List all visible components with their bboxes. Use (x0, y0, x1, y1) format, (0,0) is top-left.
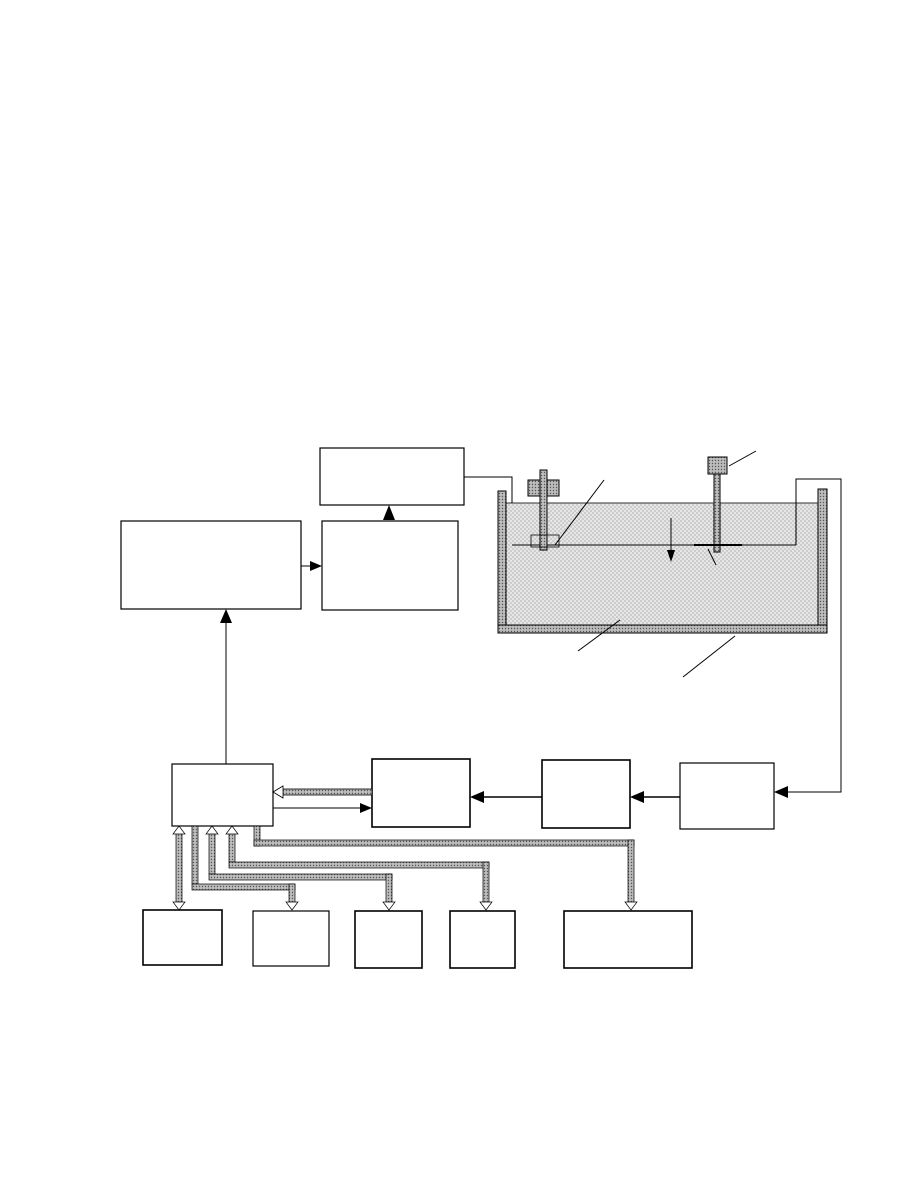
peripheral-box-1 (142, 909, 223, 966)
generator-to-power-arrowhead (383, 505, 395, 520)
flow-arrow-icon (667, 518, 675, 562)
tank-wall-left (497, 490, 507, 634)
tank-icon (497, 488, 828, 634)
leader-line-1 (728, 450, 757, 467)
peripheral-box-5 (563, 910, 693, 969)
amplifier-block (541, 759, 631, 829)
display-unit-block (120, 520, 302, 610)
tank-to-preamp-wire (786, 478, 842, 793)
leader-line-5 (682, 635, 736, 678)
peripheral-box-4 (449, 910, 516, 969)
tank-to-preamp-arrowhead (774, 786, 788, 798)
peripheral-box-3 (354, 910, 423, 969)
controller-to-display-arrowhead (220, 609, 232, 623)
display-to-generator-arrowhead (310, 561, 322, 571)
controller-block (171, 763, 274, 827)
peripheral-box-2 (252, 910, 330, 967)
amp-to-processor-arrowhead (470, 791, 484, 803)
transducer-icon (527, 469, 560, 551)
tank-bottom (497, 624, 828, 634)
controller-to-processor-arrowhead (360, 803, 372, 813)
ultrasonic-generator-block (321, 520, 459, 611)
leader-line-2 (554, 479, 605, 546)
signal-processor-block (371, 758, 471, 828)
preamplifier-block (679, 762, 775, 830)
tank-liquid (505, 502, 819, 626)
processor-controller-bus-head (272, 785, 284, 799)
leader-line-4 (577, 619, 621, 652)
leader-line-3 (707, 548, 717, 566)
power-source-block (319, 447, 465, 506)
preamp-to-amp-arrowhead (630, 791, 644, 803)
processor-controller-bus (281, 788, 373, 796)
tank-wall-right (817, 488, 828, 634)
sensor-icon (694, 456, 742, 553)
peripheral-bus-lines (172, 825, 638, 911)
